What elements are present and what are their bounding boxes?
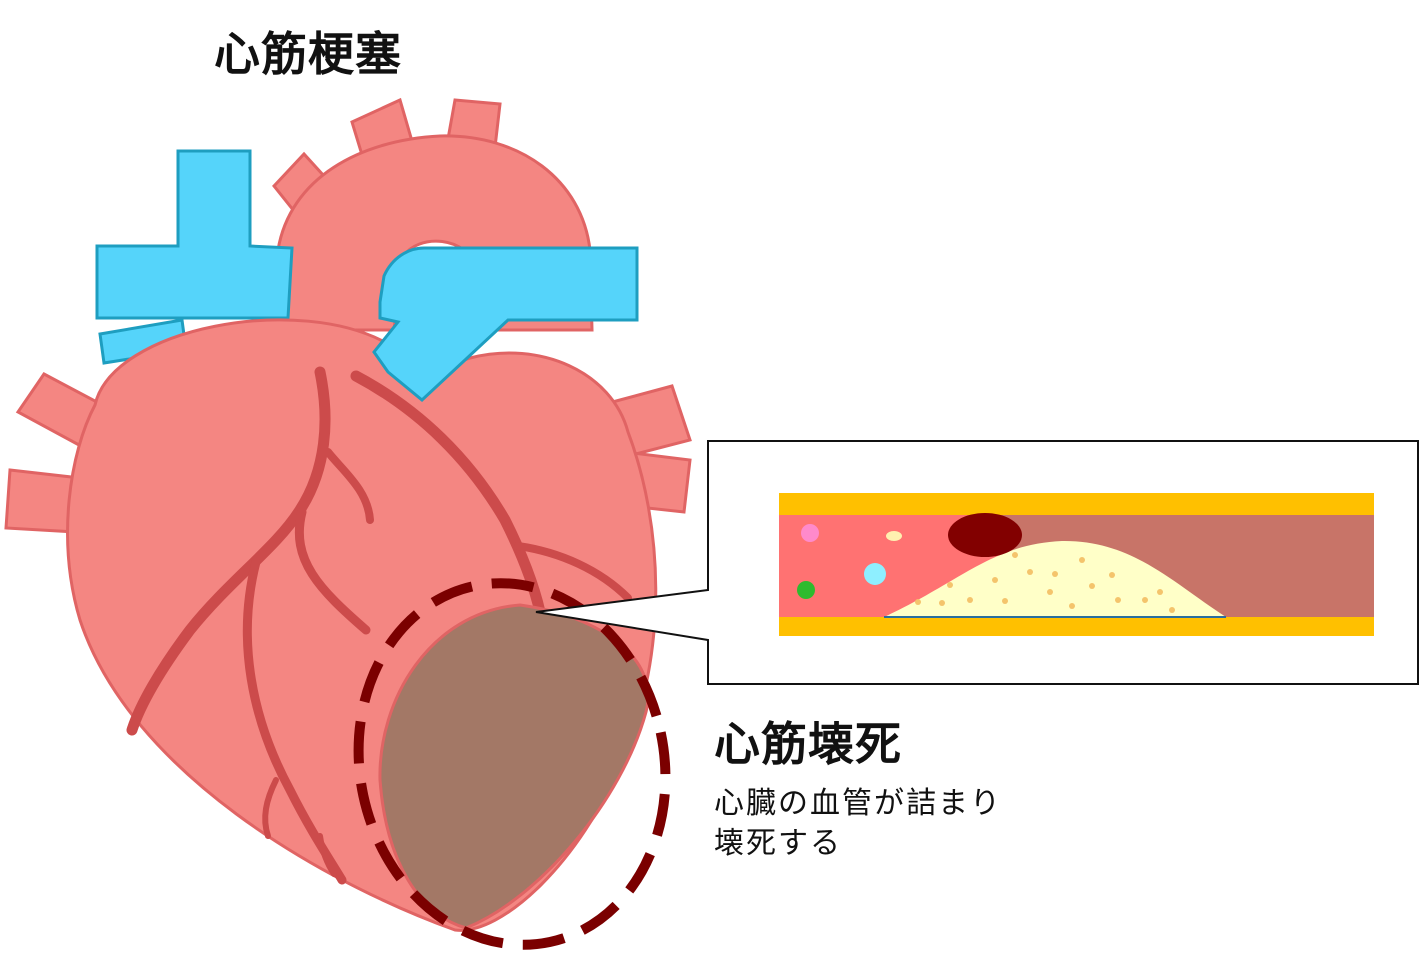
thrombus (948, 513, 1022, 557)
superior-vena-cava (95, 149, 294, 320)
vessel-wall-bottom (779, 617, 1374, 636)
coronary-artery-branch-upper (324, 448, 374, 524)
blood-cell-cyan (864, 563, 886, 585)
necrosis-dashed-marker (353, 578, 671, 950)
blood-cell-yellow (886, 531, 902, 541)
blood-cell-pink (801, 524, 819, 542)
coronary-artery-left (126, 366, 331, 736)
coronary-artery-twig-2 (317, 833, 337, 877)
coronary-artery-branch-mid (294, 507, 371, 635)
page-title: 心筋梗塞 (214, 27, 402, 81)
blocked-vessel-illustration (779, 493, 1374, 636)
blood-cell-green (797, 581, 815, 599)
pulmonary-artery (372, 246, 639, 402)
coronary-artery-twig-1 (262, 777, 279, 839)
necrosis-description-line-1: 心臓の血管が詰まり (714, 786, 1002, 821)
plaque-particles (915, 552, 1175, 613)
necrosis-label: 心筋壊死 (714, 717, 902, 771)
vessel-wall-top (779, 493, 1374, 515)
necrosis-description-line-2: 壊死する (714, 826, 842, 861)
coronary-artery-branch-right (514, 542, 632, 602)
